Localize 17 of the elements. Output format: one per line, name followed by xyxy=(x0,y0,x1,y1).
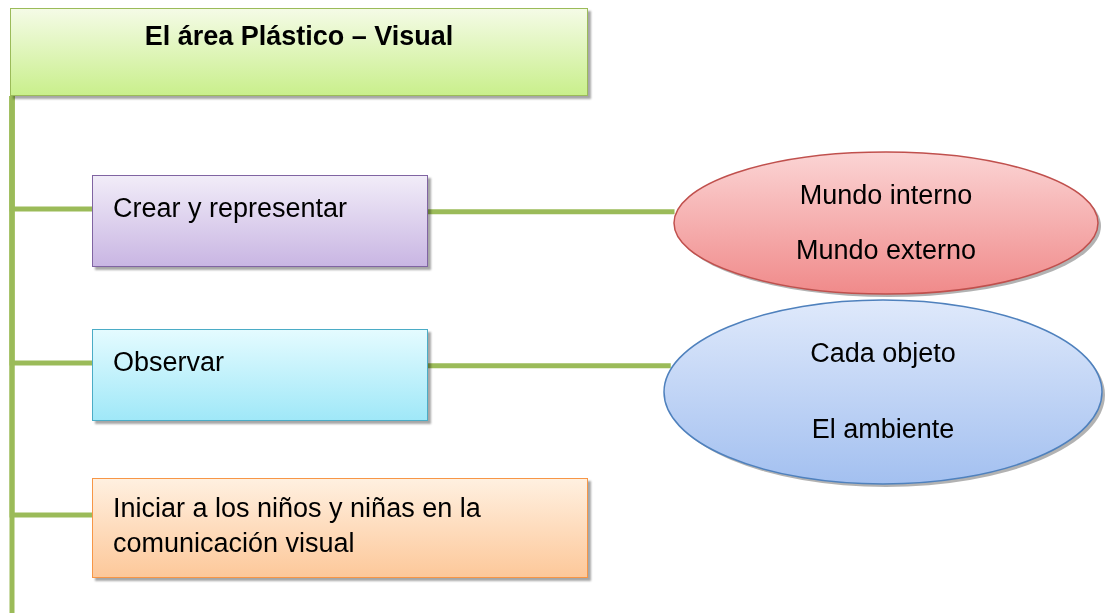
node-label: Iniciar a los niños y niñas en la comunicación visual xyxy=(113,491,482,560)
connector-line xyxy=(428,209,675,215)
node-label: El ambiente xyxy=(811,413,955,447)
node-label: Cada objeto xyxy=(810,337,956,371)
oval-shape xyxy=(662,298,1104,486)
node-label: Observar xyxy=(113,346,225,380)
oval-shape xyxy=(672,150,1100,296)
connector-line xyxy=(9,96,92,518)
title-box xyxy=(10,8,588,96)
connector-line xyxy=(428,363,671,369)
node-label: Mundo externo xyxy=(795,233,977,267)
node-label: Mundo interno xyxy=(799,178,973,212)
node-label: Crear y representar xyxy=(113,192,348,226)
process-box xyxy=(92,478,588,578)
title-text: El área Plástico – Visual xyxy=(144,20,454,54)
process-box xyxy=(92,329,428,421)
process-box xyxy=(92,175,428,267)
